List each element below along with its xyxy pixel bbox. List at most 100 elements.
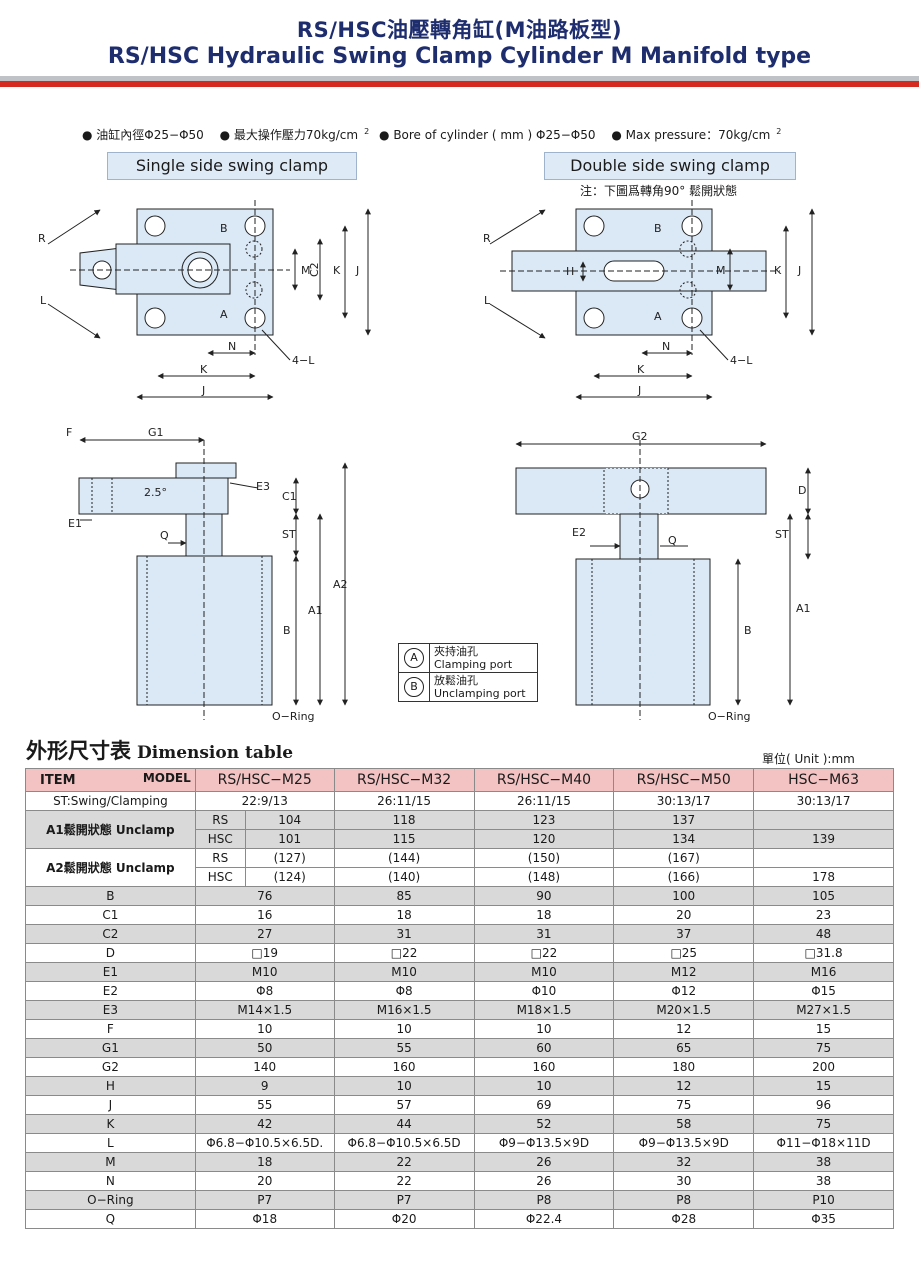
table-cell: (150) — [473, 848, 615, 868]
table-cell: Φ6.8−Φ10.5×6.5D — [333, 1133, 475, 1153]
table-cell: (144) — [333, 848, 475, 868]
header-grey-stripe — [0, 76, 919, 81]
table-cell: Φ12 — [613, 981, 755, 1001]
dim-A1-double: A1 — [796, 602, 811, 615]
dim-E1: E1 — [68, 517, 82, 530]
row-label: A2鬆開狀態 Unclamp — [25, 848, 196, 887]
legend-a-en: Clamping port — [434, 658, 513, 671]
table-cell: 160 — [473, 1057, 615, 1077]
dim-A2-single: A2 — [333, 578, 348, 591]
row-label: K — [25, 1114, 196, 1134]
table-cell: 50 — [194, 1038, 335, 1058]
table-cell: 10 — [194, 1019, 335, 1039]
sub-label: RS — [194, 810, 246, 830]
table-cell: 140 — [194, 1057, 335, 1077]
table-cell: □22 — [473, 943, 615, 963]
table-cell: 10 — [473, 1019, 615, 1039]
table-cell: Φ6.8−Φ10.5×6.5D. — [194, 1133, 335, 1153]
table-title-en: Dimension table — [137, 743, 294, 763]
dim-4L-single: 4−L — [292, 354, 315, 367]
dim-F: F — [66, 426, 72, 439]
sub-label: RS — [194, 848, 246, 868]
table-cell: Φ11−Φ18×11D — [753, 1133, 894, 1153]
row-label: E2 — [25, 981, 196, 1001]
dim-L-double: L — [484, 294, 491, 307]
table-cell: 69 — [473, 1095, 615, 1115]
table-cell: Φ20 — [333, 1209, 475, 1229]
item-header: ITEM — [40, 773, 76, 788]
dim-J-single: J — [201, 384, 205, 397]
table-cell: 15 — [753, 1019, 894, 1039]
table-cell: P8 — [613, 1190, 755, 1210]
table-cell: 18 — [333, 905, 475, 925]
dim-J-side-double: J — [797, 264, 801, 277]
row-label: E1 — [25, 962, 196, 982]
spec-bullet-1: ● 油缸內徑Φ25−Φ50 — [82, 128, 204, 142]
dim-L-single: L — [40, 294, 47, 307]
table-cell: □22 — [333, 943, 475, 963]
dim-oring-double: O−Ring — [708, 710, 751, 723]
table-cell: Φ22.4 — [473, 1209, 615, 1229]
row-label: O−Ring — [25, 1190, 196, 1210]
table-cell: 85 — [333, 886, 475, 906]
table-cell: 26 — [473, 1152, 615, 1172]
port-A-single: A — [220, 308, 228, 321]
spec-bullet-3: ● Bore of cylinder ( mm ) Φ25−Φ50 — [379, 128, 596, 142]
port-a-symbol: A — [404, 648, 424, 668]
table-cell: 30 — [613, 1171, 755, 1191]
table-cell: Φ8 — [333, 981, 475, 1001]
table-cell: 76 — [194, 886, 335, 906]
table-cell: 10 — [333, 1076, 475, 1096]
table-cell: (140) — [333, 867, 475, 887]
table-cell: 10 — [333, 1019, 475, 1039]
row-label: L — [25, 1133, 196, 1153]
table-cell: 26 — [473, 1171, 615, 1191]
table-cell: 118 — [333, 810, 475, 830]
table-cell: P8 — [473, 1190, 615, 1210]
table-cell: 22 — [333, 1171, 475, 1191]
double-front-view — [515, 440, 811, 720]
table-cell: M16×1.5 — [333, 1000, 475, 1020]
table-cell: 123 — [473, 810, 615, 830]
unit-label: 單位( Unit ):mm — [762, 752, 855, 766]
table-cell: 90 — [473, 886, 615, 906]
dim-4L-double: 4−L — [730, 354, 753, 367]
title-chinese: RS/HSC油壓轉角缸(M油路板型) — [296, 18, 623, 42]
model-header-cell: HSC−M63 — [753, 768, 894, 792]
table-cell: 134 — [613, 829, 755, 849]
dim-K-side-double: K — [774, 264, 782, 277]
table-cell: 31 — [473, 924, 615, 944]
dim-D: D — [798, 484, 806, 497]
port-B-single: B — [220, 222, 228, 235]
row-label: J — [25, 1095, 196, 1115]
table-cell: P7 — [194, 1190, 335, 1210]
table-cell: 30:13/17 — [753, 791, 894, 811]
table-cell: 160 — [333, 1057, 475, 1077]
table-cell: 9 — [194, 1076, 335, 1096]
table-cell: M12 — [613, 962, 755, 982]
row-label: B — [25, 886, 196, 906]
table-cell: 75 — [753, 1038, 894, 1058]
dim-M-double: M — [716, 264, 726, 277]
table-cell: Φ15 — [753, 981, 894, 1001]
model-header-cell: RS/HSC−M32 — [333, 768, 475, 792]
table-cell: 20 — [194, 1171, 335, 1191]
row-label: C1 — [25, 905, 196, 925]
table-cell: 22:9/13 — [194, 791, 335, 811]
dim-A1-single: A1 — [308, 604, 323, 617]
row-label: G2 — [25, 1057, 196, 1077]
table-cell: 32 — [613, 1152, 755, 1172]
dim-angle: 2.5° — [144, 486, 167, 499]
